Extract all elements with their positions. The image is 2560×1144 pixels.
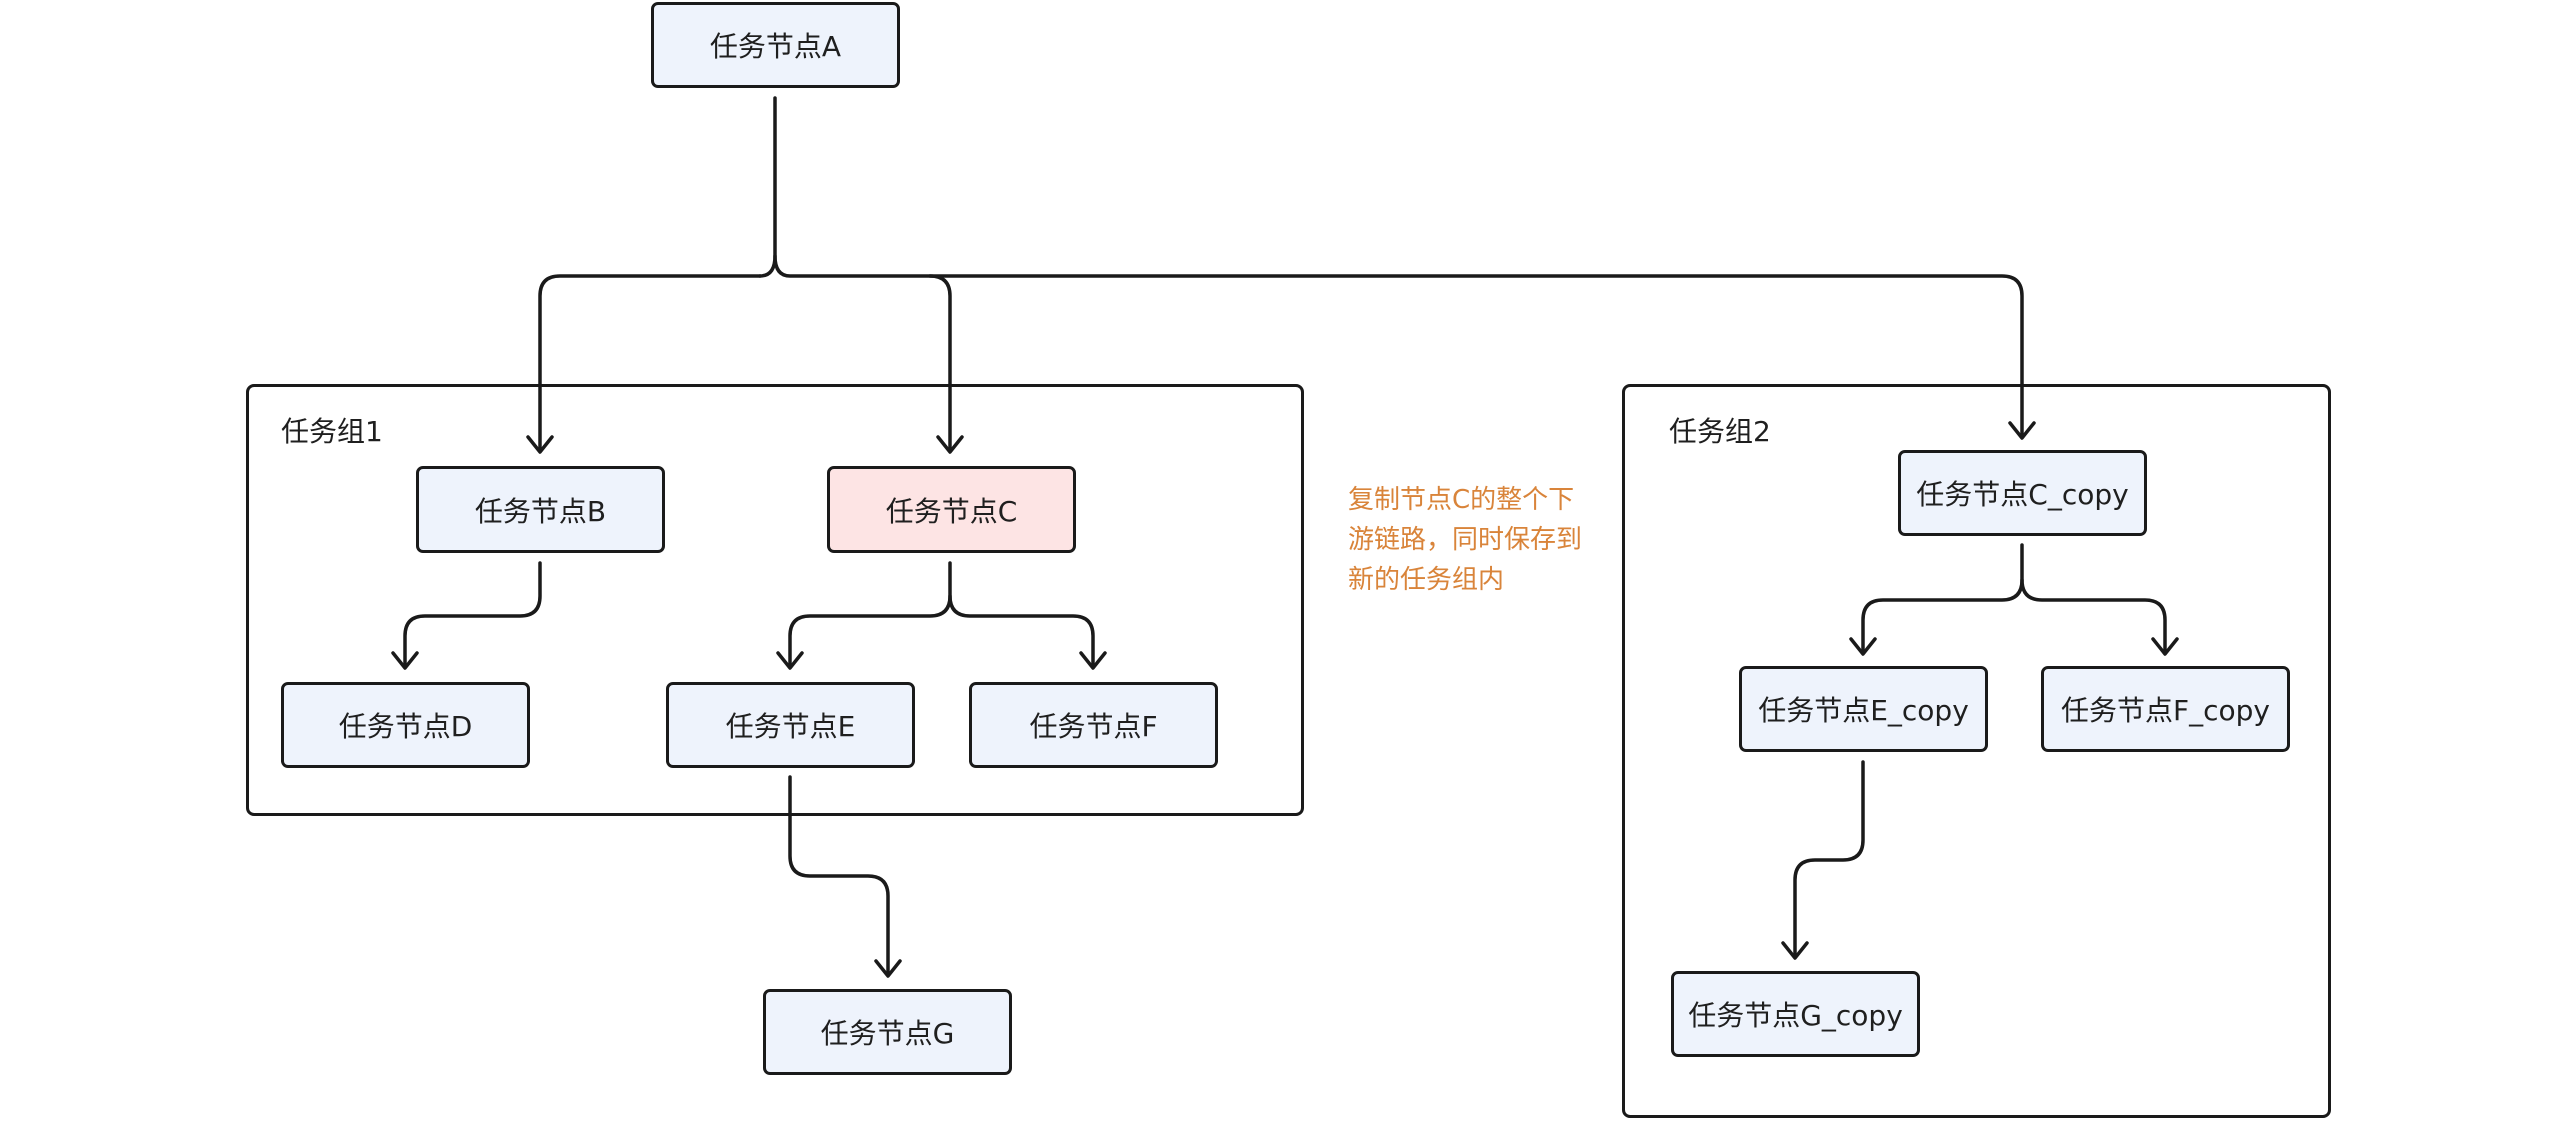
task-group-1 (246, 384, 1304, 816)
annotation-line-1: 复制节点C的整个下 (1348, 485, 1575, 515)
edge-a-to-b (538, 274, 762, 452)
node-f-copy[interactable]: 任务节点F_copy (2041, 666, 2290, 752)
edge-a-trunk (758, 96, 777, 278)
edge-c-to-e-arrow (776, 651, 804, 670)
node-f[interactable]: 任务节点F (969, 682, 1218, 768)
edge-c-to-f-arrow (1079, 651, 1107, 670)
task-group-2-label: 任务组2 (1669, 415, 1771, 448)
node-e-copy[interactable]: 任务节点E_copy (1739, 666, 1988, 752)
node-d[interactable]: 任务节点D (281, 682, 530, 768)
edge-a-to-c-copy (928, 274, 2024, 438)
annotation-line-2: 游链路，同时保存到 (1348, 525, 1583, 555)
copy-annotation: 复制节点C的整个下 游链路，同时保存到 新的任务组内 (1348, 480, 1618, 600)
edge-c-copy-to-e-copy-arrow (1849, 637, 1877, 656)
edge-e-copy-to-g-copy-arrow (1781, 941, 1809, 960)
node-b[interactable]: 任务节点B (416, 466, 665, 553)
node-g-copy[interactable]: 任务节点G_copy (1671, 971, 1920, 1057)
edge-c-copy-to-f-copy-arrow (2151, 637, 2179, 656)
edge-c-copy-to-f-copy (2020, 578, 2167, 654)
node-e[interactable]: 任务节点E (666, 682, 915, 768)
edge-b-to-d-arrow (391, 651, 419, 670)
task-group-2 (1622, 384, 2331, 1118)
edge-a-to-b-arrow (526, 435, 554, 454)
annotation-line-3: 新的任务组内 (1348, 565, 1505, 595)
edge-c-to-e (788, 561, 952, 668)
edge-e-to-g (788, 775, 890, 976)
edge-c-copy-to-e-copy (1861, 543, 2024, 654)
edge-a-to-c-arrow (936, 435, 964, 454)
node-c-copy[interactable]: 任务节点C_copy (1898, 450, 2147, 536)
node-a[interactable]: 任务节点A (651, 2, 900, 88)
edge-e-to-g-arrow (874, 959, 902, 978)
node-g[interactable]: 任务节点G (763, 989, 1012, 1075)
edge-a-to-c-copy-arrow (2008, 421, 2036, 440)
edge-b-to-d (403, 561, 542, 668)
node-c[interactable]: 任务节点C (827, 466, 1076, 553)
edge-e-copy-to-g-copy (1793, 760, 1865, 958)
task-group-1-label: 任务组1 (281, 415, 383, 448)
edge-c-to-f (948, 594, 1095, 668)
